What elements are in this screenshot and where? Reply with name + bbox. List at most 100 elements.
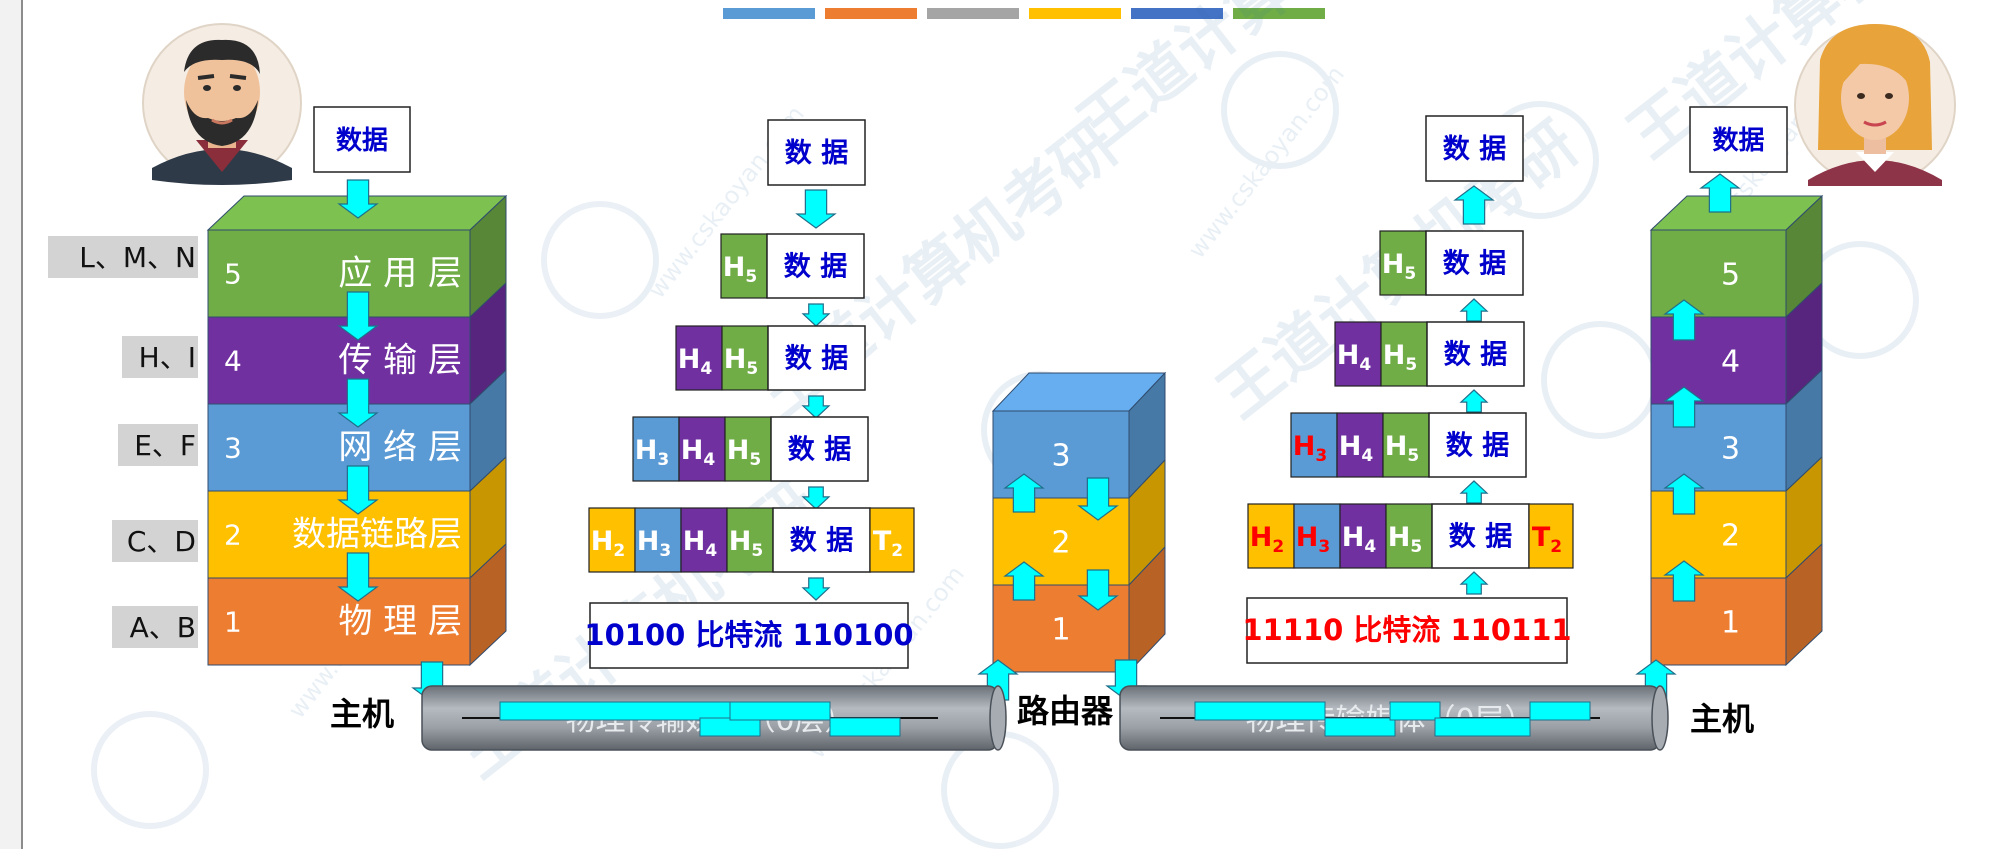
sender-layer-5 <box>207 194 507 319</box>
sender-layer-name: 数据链路层 <box>292 515 462 555</box>
up-arrow-icon <box>1453 185 1495 225</box>
layer-side-face <box>1785 542 1823 667</box>
down-arrow-icon <box>801 577 831 601</box>
layer-tag-1: A、B <box>130 611 196 644</box>
layer-front-face <box>207 229 471 318</box>
legend-bar-2 <box>825 8 917 19</box>
sender-layer-num: 1 <box>224 606 242 639</box>
legend-bar-3 <box>927 8 1019 19</box>
trailer-T2-label: T2 <box>1532 522 1562 557</box>
receiver-layer-num: 3 <box>1721 432 1740 467</box>
encap-data-label: 数 据 <box>788 435 851 466</box>
sender-layer-name: 物 理 层 <box>338 602 462 642</box>
up-arrow-icon <box>1459 389 1489 413</box>
layer-tag-4: H、I <box>139 341 196 374</box>
legend-bar-4 <box>1029 8 1121 19</box>
router-caption: 路由器 <box>1017 692 1114 730</box>
header-H5-cell <box>720 233 768 299</box>
header-H4-cell <box>678 416 726 482</box>
down-arrow-icon <box>337 179 379 219</box>
receiver-layer-1 <box>1650 542 1823 667</box>
up-arrow-icon <box>1663 299 1705 341</box>
layer-tag-bg <box>122 336 198 378</box>
header-H5-cell <box>1379 230 1427 296</box>
decap-data-box <box>1428 412 1527 478</box>
down-arrow-icon <box>1077 477 1119 521</box>
down-arrow-icon <box>1077 569 1119 611</box>
sender-layer-2 <box>207 455 507 580</box>
receiver-top-data-box <box>1689 106 1788 173</box>
decap-top-data-box <box>1425 115 1524 182</box>
layer-front-face <box>207 490 471 579</box>
trailer-T2-cell <box>1528 503 1574 569</box>
receiver-layer-num: 4 <box>1721 345 1740 380</box>
layer-tag-bg <box>112 606 198 648</box>
layer-side-face <box>469 542 507 667</box>
bitstream-box <box>1246 597 1568 664</box>
receiver-layer-num: 1 <box>1721 606 1740 641</box>
sender-layer-name: 网 络 层 <box>338 428 462 468</box>
down-arrow-icon <box>801 395 831 419</box>
layer-tag-3: E、F <box>134 429 196 462</box>
watermark-logo-icon <box>541 201 659 319</box>
up-arrow-icon <box>1699 173 1741 213</box>
down-arrow-icon <box>337 291 379 341</box>
bitstream-box <box>589 602 909 669</box>
layer-tag-column: L、M、NH、IE、FC、DA、B <box>48 236 198 648</box>
decap-data-label: 数 据 <box>1444 340 1507 371</box>
decap-top-data-label: 数 据 <box>1443 134 1506 165</box>
decap-data-label: 数 据 <box>1443 249 1506 280</box>
decap-data-label: 数 据 <box>1449 522 1512 553</box>
sender-avatar <box>142 23 302 185</box>
sender-layer-name: 传 输 层 <box>338 341 462 381</box>
layer-tag-2: C、D <box>127 525 196 558</box>
layer-front-face <box>1650 316 1787 405</box>
receiver-caption: 主机 <box>1690 700 1754 738</box>
pipe-end <box>989 685 1007 751</box>
header-H3-cell <box>632 416 680 482</box>
header-H3-cell <box>1293 503 1341 569</box>
layer-tag-bg <box>118 424 198 466</box>
sender-layer-name: 应 用 层 <box>338 254 462 294</box>
down-arrow-icon <box>795 189 837 229</box>
signal-pulse <box>1324 717 1396 737</box>
slide-left-margin <box>0 0 22 849</box>
up-arrow-icon <box>1459 298 1489 322</box>
router-layer-num: 1 <box>1051 613 1070 648</box>
encap-data-label: 数 据 <box>784 252 847 283</box>
watermark-text: 王道计算机考研 <box>1064 0 1451 162</box>
up-arrow-icon <box>1663 473 1705 515</box>
header-H4-cell <box>1336 412 1384 478</box>
decap-data-box <box>1425 230 1524 296</box>
signal-pulse <box>1529 701 1591 721</box>
header-H5-cell <box>721 325 769 391</box>
up-arrow-icon <box>1459 480 1489 504</box>
legend-bar-1 <box>723 8 815 19</box>
header-H4-label: H4 <box>1339 431 1374 466</box>
sender-top-data-label: 数据 <box>336 126 388 156</box>
decap-data-box <box>1426 321 1525 387</box>
legend-bar-6 <box>1233 8 1325 19</box>
sender-layer-1 <box>207 542 507 667</box>
down-arrow-icon <box>337 552 379 602</box>
sender-layer-3 <box>207 368 507 493</box>
legend-bar-5 <box>1131 8 1223 19</box>
watermark-logo-icon <box>1221 51 1339 169</box>
bitstream-label: 10100 比特流 110100 <box>584 618 913 652</box>
medium-pipe-left: 物理传输媒体（0层） <box>421 685 1007 751</box>
bitstream-label: 11110 比特流 110111 <box>1242 613 1571 647</box>
header-H2-cell <box>588 507 636 573</box>
signal-pulse <box>1389 701 1441 721</box>
header-H3-cell <box>1290 412 1338 478</box>
encap-top-data-box <box>767 119 866 186</box>
trailer-T2-cell <box>869 507 915 573</box>
sender-top-data-box <box>313 106 411 173</box>
layer-front-face <box>207 577 471 666</box>
encap-data-box <box>770 416 869 482</box>
receiver-layer-num: 2 <box>1721 519 1740 554</box>
receiver-avatar <box>1794 24 1956 186</box>
header-H3-cell <box>634 507 682 573</box>
